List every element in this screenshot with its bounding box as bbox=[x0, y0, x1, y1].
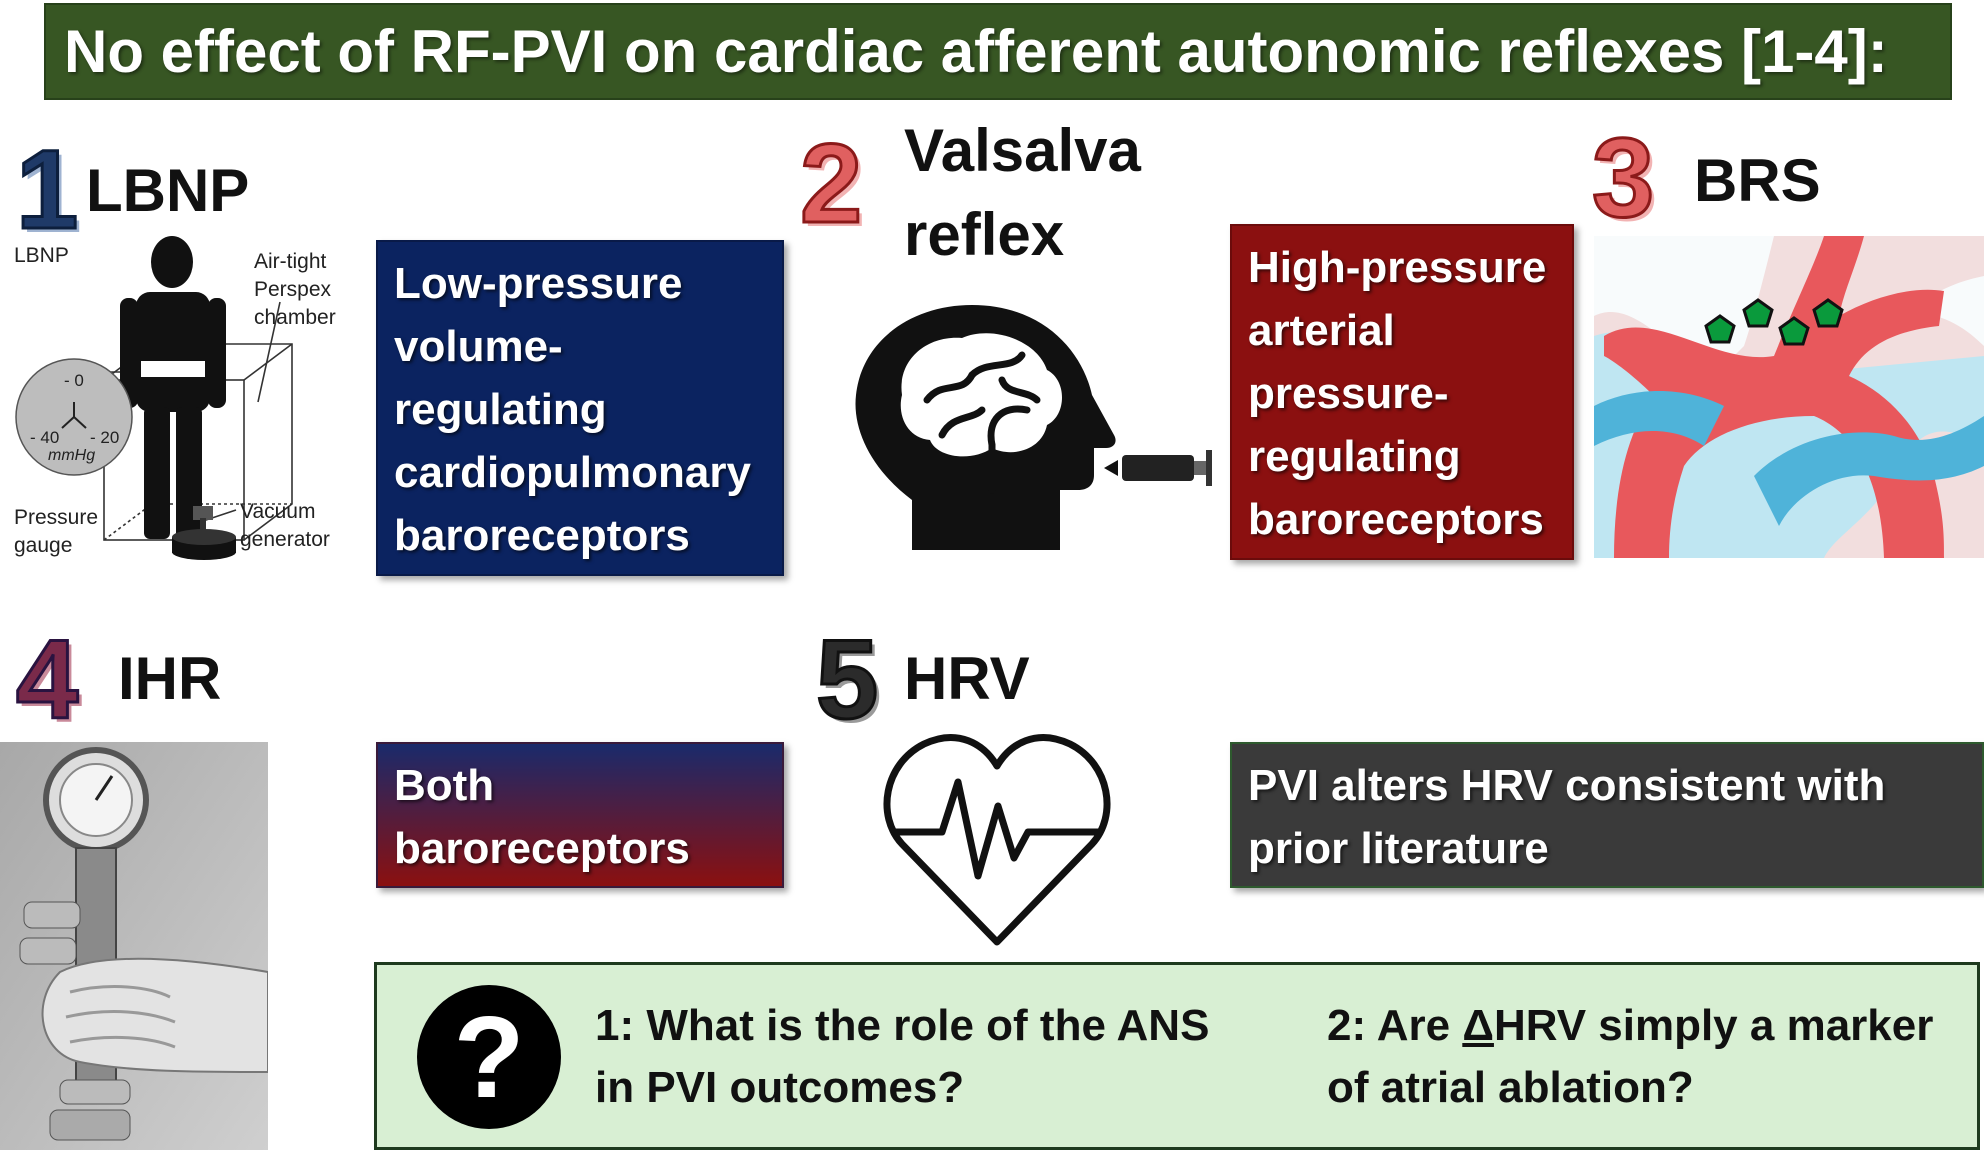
hrv-note-line: prior literature bbox=[1248, 824, 1549, 873]
low-pressure-line: regulating bbox=[394, 385, 607, 434]
valsalva-heading-line1: Valsalva bbox=[904, 117, 1141, 184]
handgrip-dynamometer-photo bbox=[0, 742, 269, 1150]
low-pressure-line: cardiopulmonary bbox=[394, 448, 751, 497]
delta-symbol: Δ bbox=[1462, 1001, 1494, 1050]
question-mark-icon: ? bbox=[417, 985, 561, 1129]
handgrip-icon bbox=[0, 742, 269, 1150]
chamber-label-line3: chamber bbox=[254, 306, 336, 329]
pressure-gauge-label-line2: gauge bbox=[14, 534, 73, 557]
question-1-line2: in PVI outcomes? bbox=[595, 1063, 965, 1112]
low-pressure-box: Low-pressure volume- regulating cardiopu… bbox=[376, 240, 784, 576]
high-pressure-line: pressure- bbox=[1248, 369, 1449, 418]
question-2: 2: Are ΔHRV simply a marker of atrial ab… bbox=[1327, 995, 1977, 1119]
section-number-1: 1 bbox=[14, 127, 79, 252]
vacuum-label-line1: Vacuum bbox=[240, 500, 316, 523]
lbnp-diagram: LBNP Air-tight Perspex chamber - 0 - 40 … bbox=[0, 232, 370, 582]
question-panel: ? 1: What is the role of the ANS in PVI … bbox=[374, 962, 1980, 1150]
brain-head-icon bbox=[855, 305, 1212, 550]
valsalva-illustration bbox=[842, 300, 1222, 560]
high-pressure-line: baroreceptors bbox=[1248, 495, 1544, 544]
low-pressure-line: volume- bbox=[394, 322, 563, 371]
ihr-heading: IHR bbox=[118, 645, 222, 712]
question-mark-glyph: ? bbox=[453, 992, 525, 1122]
hrv-heading: HRV bbox=[904, 645, 1030, 712]
high-pressure-line: High-pressure bbox=[1248, 243, 1547, 292]
both-baroreceptors-line: baroreceptors bbox=[394, 824, 690, 873]
question-2-rest: HRV simply a marker bbox=[1493, 1001, 1934, 1050]
pressure-gauge-label-line1: Pressure bbox=[14, 506, 99, 529]
gauge-unit-label: mmHg bbox=[48, 447, 96, 464]
chamber-label-line1: Air-tight bbox=[254, 250, 327, 273]
chamber-label-line2: Perspex bbox=[254, 278, 332, 301]
question-2-prefix: 2: Are bbox=[1327, 1001, 1463, 1050]
section-number-2: 2 bbox=[798, 121, 863, 246]
section-number-5: 5 bbox=[814, 617, 879, 742]
page-title: No effect of RF-PVI on cardiac afferent … bbox=[64, 18, 1888, 85]
high-pressure-box: High-pressure arterial pressure- regulat… bbox=[1230, 224, 1574, 560]
question-2-line2: of atrial ablation? bbox=[1327, 1063, 1694, 1112]
section-number-3: 3 bbox=[1590, 115, 1655, 240]
lbnp-label: LBNP bbox=[14, 244, 69, 267]
aortic-arch-illustration bbox=[1594, 236, 1984, 558]
high-pressure-line: regulating bbox=[1248, 432, 1461, 481]
hrv-note-box: PVI alters HRV consistent with prior lit… bbox=[1230, 742, 1984, 888]
lbnp-heading: LBNP bbox=[86, 157, 250, 224]
both-baroreceptors-line: Both bbox=[394, 761, 495, 810]
low-pressure-line: baroreceptors bbox=[394, 511, 690, 560]
gauge-twenty-label: - 20 bbox=[90, 428, 120, 447]
gauge-forty-label: - 40 bbox=[30, 428, 60, 447]
lbnp-chamber-illustration bbox=[15, 236, 293, 560]
question-1-line1: 1: What is the role of the ANS bbox=[595, 1001, 1210, 1050]
heart-ecg-icon bbox=[883, 734, 1111, 946]
vacuum-label-line2: generator bbox=[240, 528, 330, 551]
hrv-note-line: PVI alters HRV consistent with bbox=[1248, 761, 1886, 810]
aorta-baroreceptor-icon bbox=[1594, 236, 1984, 558]
heart-ecg-illustration bbox=[880, 726, 1114, 948]
low-pressure-line: Low-pressure bbox=[394, 259, 683, 308]
question-1: 1: What is the role of the ANS in PVI ou… bbox=[595, 995, 1215, 1119]
high-pressure-line: arterial bbox=[1248, 306, 1395, 355]
title-banner: No effect of RF-PVI on cardiac afferent … bbox=[44, 3, 1952, 100]
section-number-4: 4 bbox=[14, 617, 79, 742]
brs-heading: BRS bbox=[1694, 147, 1821, 214]
both-baroreceptors-box: Both baroreceptors bbox=[376, 742, 784, 888]
gauge-zero-label: - 0 bbox=[64, 371, 84, 390]
question-2-line1: 2: Are ΔHRV simply a marker bbox=[1327, 995, 1977, 1057]
valsalva-heading-line2: reflex bbox=[904, 201, 1065, 268]
